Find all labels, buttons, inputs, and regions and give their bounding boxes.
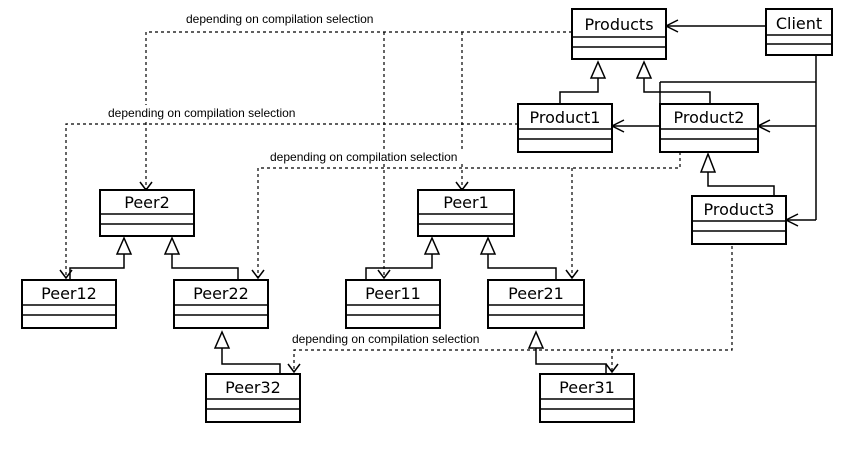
- class-peer2[interactable]: Peer2: [99, 189, 195, 237]
- note-bottom: depending on compilation selection: [292, 332, 479, 346]
- class-peer22[interactable]: Peer22: [173, 279, 269, 329]
- class-product2[interactable]: Product2: [659, 103, 759, 153]
- notes: depending on compilation selection depen…: [108, 11, 494, 346]
- class-peer32[interactable]: Peer32: [205, 373, 301, 423]
- note-left: depending on compilation selection: [108, 106, 295, 120]
- class-name-peer21: Peer21: [508, 284, 564, 303]
- class-product1[interactable]: Product1: [517, 103, 613, 153]
- class-name-peer12: Peer12: [41, 284, 97, 303]
- note-top: depending on compilation selection: [186, 12, 373, 26]
- class-peer1[interactable]: Peer1: [417, 189, 515, 237]
- class-peer21[interactable]: Peer21: [487, 279, 585, 329]
- class-name-product2: Product2: [674, 108, 745, 127]
- class-name-peer1: Peer1: [443, 193, 489, 212]
- class-name-product1: Product1: [530, 108, 601, 127]
- class-product3[interactable]: Product3: [691, 195, 787, 245]
- class-client[interactable]: Client: [765, 8, 833, 56]
- class-name-client: Client: [776, 14, 822, 33]
- class-peer12[interactable]: Peer12: [21, 279, 117, 329]
- class-name-product3: Product3: [704, 200, 775, 219]
- class-name-peer11: Peer11: [365, 284, 421, 303]
- solid-connectors: [69, 19, 817, 374]
- class-peer11[interactable]: Peer11: [345, 279, 441, 329]
- class-peer31[interactable]: Peer31: [539, 373, 635, 423]
- class-name-peer31: Peer31: [559, 378, 615, 397]
- class-name-peer32: Peer32: [225, 378, 281, 397]
- note-middle: depending on compilation selection: [270, 150, 457, 164]
- generalization-arrowheads: [115, 60, 717, 349]
- class-products[interactable]: Products: [571, 8, 667, 60]
- class-name-peer22: Peer22: [193, 284, 249, 303]
- class-name-products: Products: [584, 15, 653, 34]
- class-name-peer2: Peer2: [124, 193, 170, 212]
